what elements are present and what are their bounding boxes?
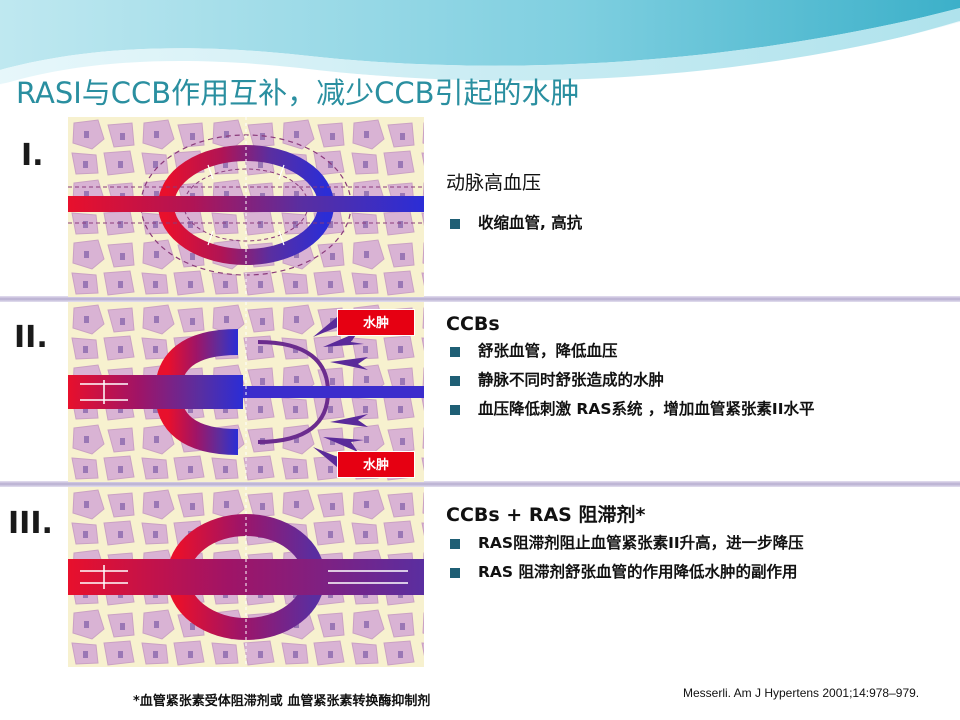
panel-label-3: III.: [8, 506, 53, 541]
panel-3-bullets: RAS阻滞剂阻止血管紧张素II升高，进一步降压 RAS 阻滞剂舒张血管的作用降低…: [446, 529, 804, 587]
square-bullet-icon: [450, 347, 460, 357]
panel-3-text: CCBs + RAS 阻滞剂* RAS阻滞剂阻止血管紧张素II升高，进一步降压 …: [446, 500, 804, 587]
balanced-vessel-diagram: [68, 487, 424, 667]
list-item: RAS阻滞剂阻止血管紧张素II升高，进一步降压: [446, 529, 804, 558]
panel-2-bullets: 舒张血管，降低血压 静脉不同时舒张造成的水肿 血压降低刺激 RAS系统 ，增加血…: [446, 337, 814, 424]
panel-label-2: II.: [14, 320, 48, 355]
slide-title: RASI与CCB作用互补，减少CCB引起的水肿: [16, 76, 580, 110]
panel-separator: [0, 481, 960, 487]
list-item: 静脉不同时舒张造成的水肿: [446, 366, 814, 395]
list-item: 收缩血管, 高抗: [446, 209, 582, 238]
panel-1-bullets: 收缩血管, 高抗: [446, 209, 582, 238]
edema-tag-top: 水肿: [337, 309, 415, 336]
list-item: RAS 阻滞剂舒张血管的作用降低水肿的副作用: [446, 558, 804, 587]
edema-tag-bottom: 水肿: [337, 451, 415, 478]
panel-label-1: I.: [21, 138, 44, 173]
panel-1-heading: 动脉高血压: [446, 172, 542, 194]
panel-3-heading: CCBs + RAS 阻滞剂*: [446, 504, 646, 526]
constricted-vessel-diagram: [68, 117, 424, 297]
square-bullet-icon: [450, 219, 460, 229]
square-bullet-icon: [450, 405, 460, 415]
panel-2-heading: CCBs: [446, 313, 500, 335]
footnote: *血管紧张素受体阻滞剂或 血管紧张素转换酶抑制剂: [133, 694, 431, 709]
square-bullet-icon: [450, 376, 460, 386]
list-item: 舒张血管，降低血压: [446, 337, 814, 366]
header-wave-decoration: [0, 0, 960, 86]
list-item: 血压降低刺激 RAS系统 ，增加血管紧张素II水平: [446, 395, 814, 424]
panel-1-text: 动脉高血压 收缩血管, 高抗: [446, 168, 582, 238]
square-bullet-icon: [450, 568, 460, 578]
citation: Messerli. Am J Hypertens 2001;14:978–979…: [683, 686, 920, 700]
panel-separator: [0, 296, 960, 302]
panel-2-text: CCBs 舒张血管，降低血压 静脉不同时舒张造成的水肿 血压降低刺激 RAS系统…: [446, 313, 814, 424]
square-bullet-icon: [450, 539, 460, 549]
